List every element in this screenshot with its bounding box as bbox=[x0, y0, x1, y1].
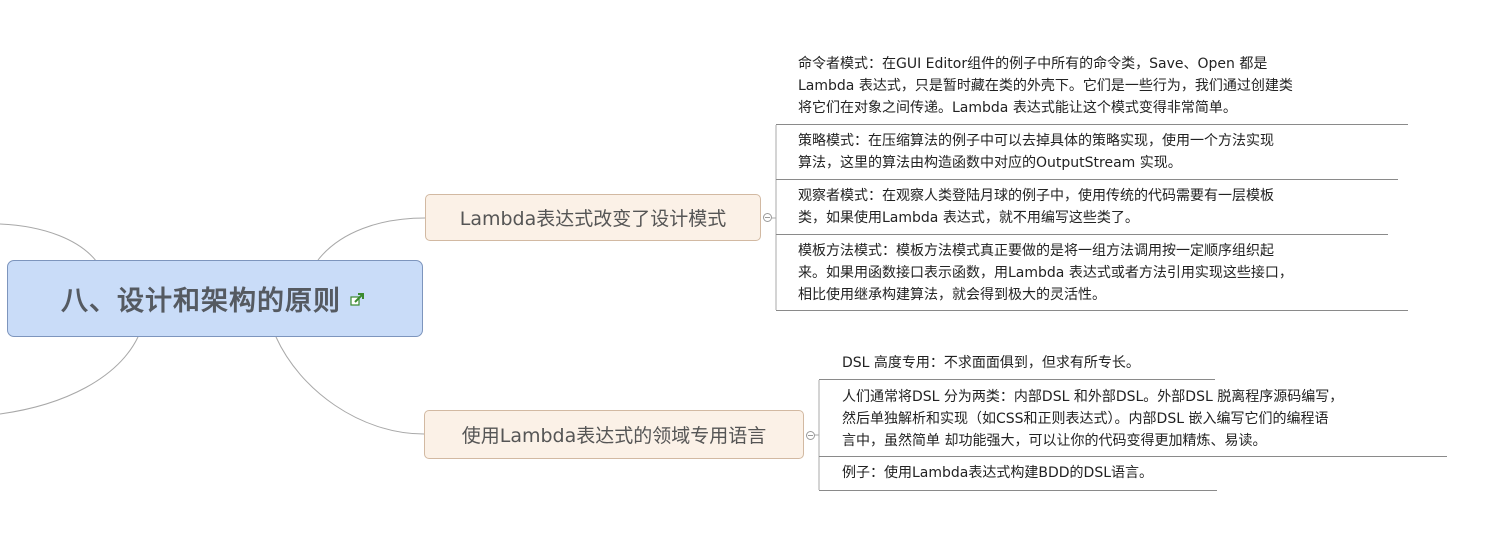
branch-topic-design-patterns[interactable]: Lambda表达式改变了设计模式 bbox=[425, 194, 761, 241]
leaf-topic-command-pattern[interactable]: 命令者模式：在GUI Editor组件的例子中所有的命令类，Save、Open … bbox=[798, 53, 1293, 119]
leaf-text-line: DSL 高度专用：不求面面俱到，但求有所专长。 bbox=[842, 355, 1140, 371]
branch-topic-label: 使用Lambda表达式的领域专用语言 bbox=[461, 425, 767, 447]
leaf-text-line: 类，如果使用Lambda 表达式，就不用编写这些类了。 bbox=[798, 210, 1139, 226]
leaf-text-line: 观察者模式：在观察人类登陆月球的例子中，使用传统的代码需要有一层模板 bbox=[798, 188, 1274, 204]
leaf-text-line: 言中，虽然简单 却功能强大，可以让你的代码变得更加精炼、易读。 bbox=[842, 433, 1267, 449]
root-topic[interactable]: 八、设计和架构的原则 bbox=[7, 260, 423, 337]
leaf-underline bbox=[776, 234, 1388, 235]
leaf-text-line: 来。如果用函数接口表示函数，用Lambda 表达式或者方法引用实现这些接口， bbox=[798, 265, 1293, 281]
leaf-text-line: 算法，这里的算法由构造函数中对应的OutputStream 实现。 bbox=[798, 155, 1182, 171]
leaf-text-line: 相比使用继承构建算法，就会得到极大的灵活性。 bbox=[798, 287, 1106, 303]
leaf-text-line: 命令者模式：在GUI Editor组件的例子中所有的命令类，Save、Open … bbox=[798, 56, 1268, 72]
leaf-text-line: Lambda 表达式，只是暂时藏在类的外壳下。它们是一些行为，我们通过创建类 bbox=[798, 78, 1293, 94]
leaf-text-line: 人们通常将DSL 分为两类：内部DSL 和外部DSL。外部DSL 脱离程序源码编… bbox=[842, 389, 1344, 405]
connector-root-branch-1 bbox=[317, 217, 426, 261]
leaf-text-line: 将它们在对象之间传递。Lambda 表达式能让这个模式变得非常简单。 bbox=[798, 100, 1237, 116]
branch-topic-dsl[interactable]: 使用Lambda表达式的领域专用语言 bbox=[424, 410, 804, 459]
leaf-topic-observer-pattern[interactable]: 观察者模式：在观察人类登陆月球的例子中，使用传统的代码需要有一层模板 类，如果使… bbox=[798, 185, 1274, 229]
leaf-text-line: 例子：使用Lambda表达式构建BDD的DSL语言。 bbox=[842, 465, 1154, 481]
collapse-toggle-icon[interactable] bbox=[806, 431, 815, 440]
connector-offscreen-upper bbox=[0, 223, 98, 263]
leaf-text-line: 然后单独解析和实现（如CSS和正则表达式）。内部DSL 嵌入编写它们的编程语 bbox=[842, 411, 1329, 427]
leaf-topic-template-method-pattern[interactable]: 模板方法模式：模板方法模式真正要做的是将一组方法调用按一定顺序组织起 来。如果用… bbox=[798, 240, 1293, 306]
leaf-underline bbox=[776, 124, 1408, 125]
root-topic-title: 八、设计和架构的原则 bbox=[61, 286, 341, 317]
leaf-underline bbox=[819, 490, 1217, 491]
leaf-topic-dsl-example[interactable]: 例子：使用Lambda表达式构建BDD的DSL语言。 bbox=[842, 462, 1153, 484]
leaf-topic-dsl-definition[interactable]: DSL 高度专用：不求面面俱到，但求有所专长。 bbox=[842, 352, 1140, 374]
leaf-topic-dsl-types[interactable]: 人们通常将DSL 分为两类：内部DSL 和外部DSL。外部DSL 脱离程序源码编… bbox=[842, 386, 1343, 452]
branch-topic-label: Lambda表达式改变了设计模式 bbox=[459, 208, 727, 230]
connector-offscreen-lower bbox=[0, 336, 139, 415]
link-up-icon[interactable] bbox=[349, 289, 369, 309]
collapse-toggle-icon[interactable] bbox=[763, 213, 772, 222]
leaf-text-line: 模板方法模式：模板方法模式真正要做的是将一组方法调用按一定顺序组织起 bbox=[798, 243, 1274, 259]
leaf-topic-strategy-pattern[interactable]: 策略模式：在压缩算法的例子中可以去掉具体的策略实现，使用一个方法实现 算法，这里… bbox=[798, 130, 1274, 174]
leaf-underline bbox=[776, 310, 1408, 311]
leaf-underline bbox=[776, 179, 1398, 180]
leaf-underline bbox=[819, 456, 1447, 457]
leaf-text-line: 策略模式：在压缩算法的例子中可以去掉具体的策略实现，使用一个方法实现 bbox=[798, 133, 1274, 149]
leaf-underline bbox=[819, 379, 1215, 380]
connector-root-branch-2 bbox=[275, 336, 425, 435]
